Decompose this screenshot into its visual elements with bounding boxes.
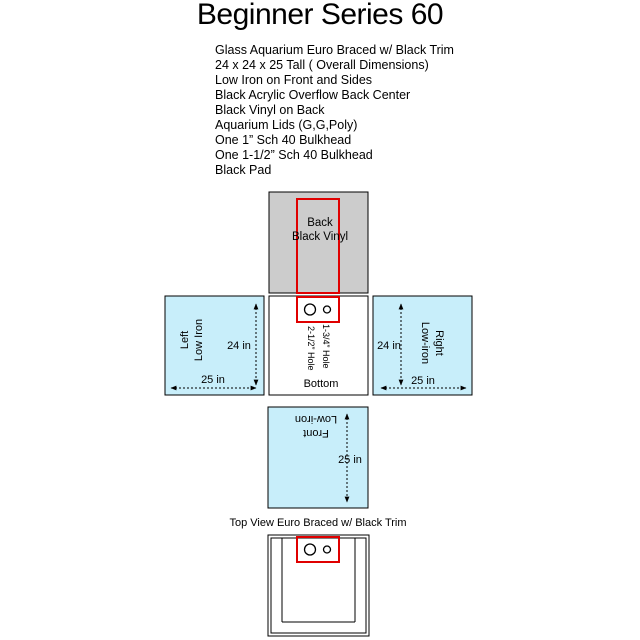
right-panel: Right Low-iron 24 in 25 in xyxy=(372,295,473,396)
spec-item: One 1” Sch 40 Bulkhead xyxy=(215,133,352,147)
front-height-label: 25 in xyxy=(338,454,362,466)
left-panel: Left Low Iron 24 in 25 in xyxy=(164,295,265,396)
bottom-panel-label: Bottom xyxy=(304,378,339,390)
right-width-label: 25 in xyxy=(411,375,435,387)
spec-item: 24 x 24 x 25 Tall ( Overall Dimensions) xyxy=(215,58,429,72)
spec-item: Aquarium Lids (G,G,Poly) xyxy=(215,118,358,132)
front-panel-label: Front xyxy=(303,427,329,439)
top-view-hole-large-icon xyxy=(303,543,317,556)
spec-item: Black Acrylic Overflow Back Center xyxy=(215,88,411,102)
bottom-panel: 2-1/2” Hole 1-3/4” Hole Bottom xyxy=(268,295,369,396)
front-panel-sublabel: Low-iron xyxy=(295,413,337,425)
back-panel: Back Black Vinyl xyxy=(268,191,369,294)
overflow-outline xyxy=(296,198,340,294)
spec-item: Black Pad xyxy=(215,163,272,177)
spec-list: Glass Aquarium Euro Braced w/ Black Trim… xyxy=(215,43,454,178)
back-panel-sublabel: Black Vinyl xyxy=(292,231,348,243)
spec-item: Glass Aquarium Euro Braced w/ Black Trim xyxy=(215,43,454,57)
spec-item: Black Vinyl on Back xyxy=(215,103,325,117)
bulkhead-hole-large-icon xyxy=(303,303,317,316)
left-panel-sublabel: Low Iron xyxy=(193,319,205,361)
top-view-overflow-outline xyxy=(296,536,340,563)
bottom-panel-glass xyxy=(268,295,369,396)
top-view-caption: Top View Euro Braced w/ Black Trim xyxy=(229,517,407,529)
spec-item: Low Iron on Front and Sides xyxy=(215,73,373,87)
left-width-label: 25 in xyxy=(201,374,225,386)
left-panel-glass xyxy=(164,295,265,396)
right-height-label: 24 in xyxy=(377,340,401,352)
right-panel-glass xyxy=(372,295,473,396)
left-height-label: 24 in xyxy=(227,340,251,352)
back-panel-label: Back xyxy=(307,217,333,229)
top-view-hole-small-icon xyxy=(322,545,332,554)
hole-large-label: 2-1/2” Hole xyxy=(306,326,316,371)
bulkhead-overflow-outline xyxy=(296,296,340,323)
top-view-inner-trim xyxy=(270,537,367,634)
hole-small-label: 1-3/4” Hole xyxy=(321,324,331,369)
page-title: Beginner Series 60 xyxy=(196,0,444,31)
right-panel-label: Right xyxy=(433,330,445,356)
back-panel-glass xyxy=(268,191,369,294)
left-panel-label: Left xyxy=(179,331,191,349)
front-panel-glass xyxy=(267,406,369,509)
top-view xyxy=(267,534,370,637)
spec-item: One 1-1/2” Sch 40 Bulkhead xyxy=(215,148,373,162)
front-panel: Front Low-iron 25 in xyxy=(267,406,369,509)
right-panel-sublabel: Low-iron xyxy=(419,322,431,364)
bulkhead-hole-small-icon xyxy=(322,305,332,314)
